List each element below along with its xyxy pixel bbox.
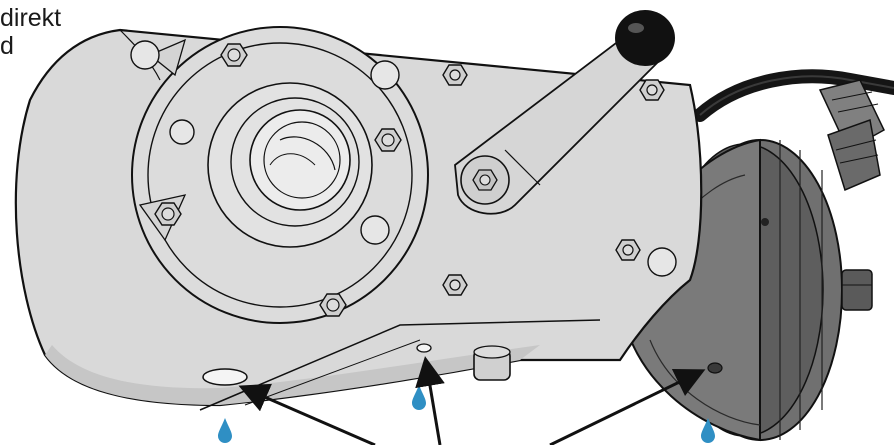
pointer-arrow-icon — [238, 383, 376, 445]
caption-text: direkt d — [0, 4, 61, 60]
pointer-arrows — [238, 356, 706, 445]
drain-hole-right — [707, 362, 723, 374]
slack-adjuster-lever — [454, 10, 675, 215]
brake-chamber — [618, 79, 885, 442]
flange-bolts — [154, 43, 665, 317]
lever-knob — [615, 10, 675, 66]
drain-holes — [202, 343, 723, 386]
caption-line-1: direkt — [0, 4, 62, 32]
water-drop-icon — [701, 418, 715, 443]
drain-hole-left — [202, 368, 248, 386]
water-drops — [218, 385, 715, 443]
water-drop-icon — [412, 385, 426, 410]
air-hose — [693, 69, 894, 122]
drain-hole-middle — [416, 343, 432, 353]
water-drop-icon — [218, 418, 232, 443]
hose-fitting — [818, 79, 885, 192]
output-flange — [130, 26, 677, 324]
drain-plug — [473, 345, 511, 381]
pointer-arrow-icon — [549, 369, 706, 445]
pointer-arrow-icon — [415, 356, 445, 445]
caption-line-2: d — [0, 32, 14, 60]
